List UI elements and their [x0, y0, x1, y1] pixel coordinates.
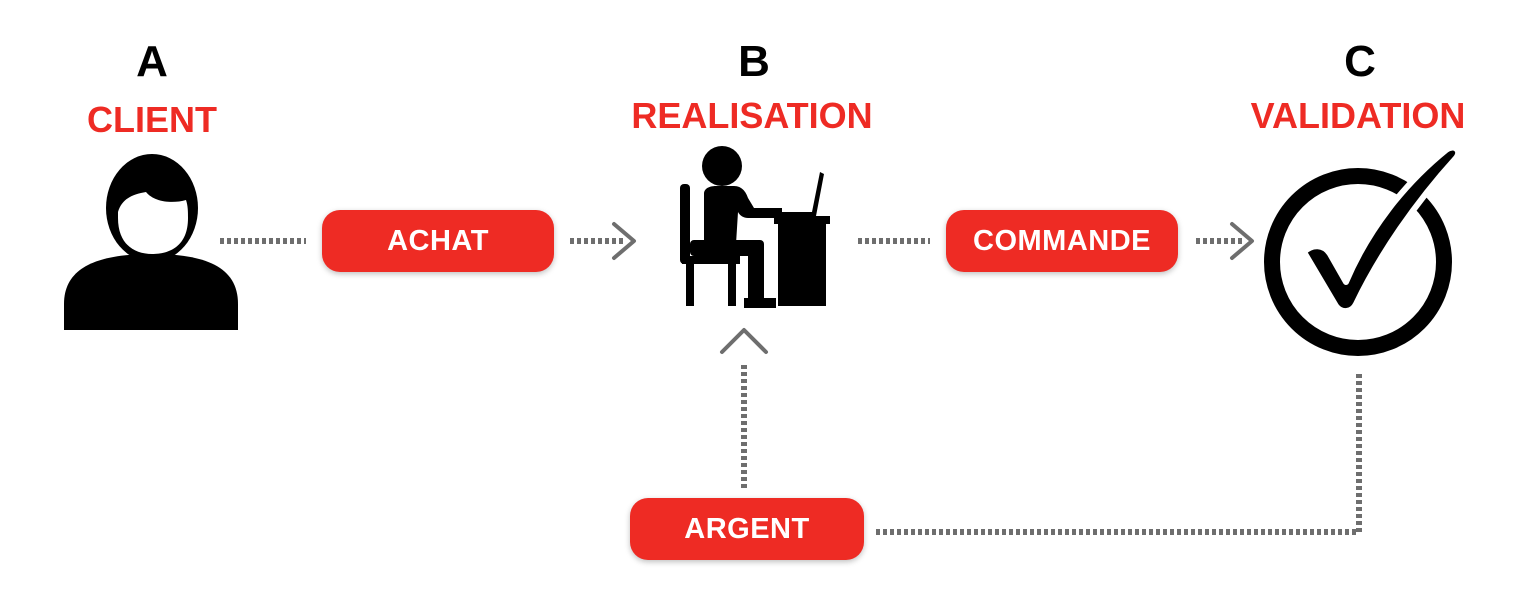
connector-achat-to-b — [570, 222, 636, 260]
node-a-title: CLIENT — [87, 99, 217, 140]
edge-label-achat: ACHAT — [322, 210, 554, 272]
check-circle-icon — [1264, 144, 1462, 356]
connector-commande-to-c — [1196, 222, 1254, 260]
node-b-title: REALISATION — [631, 95, 873, 136]
node-c-title: VALIDATION — [1250, 95, 1466, 136]
arrow-right-icon — [1230, 222, 1254, 260]
connector-c-to-argent — [874, 374, 1362, 535]
arrow-up-icon — [720, 328, 768, 354]
node-a-letter: A — [136, 37, 168, 86]
edge-label-argent: ARGENT — [630, 498, 864, 560]
edge-label-commande: COMMANDE — [946, 210, 1178, 272]
node-b-letter: B — [738, 37, 770, 86]
arrow-right-icon — [612, 222, 636, 260]
connector-argent-to-b — [720, 328, 768, 488]
node-c-letter: C — [1344, 37, 1376, 86]
person-icon — [64, 154, 238, 330]
worker-at-desk-icon — [680, 146, 830, 308]
